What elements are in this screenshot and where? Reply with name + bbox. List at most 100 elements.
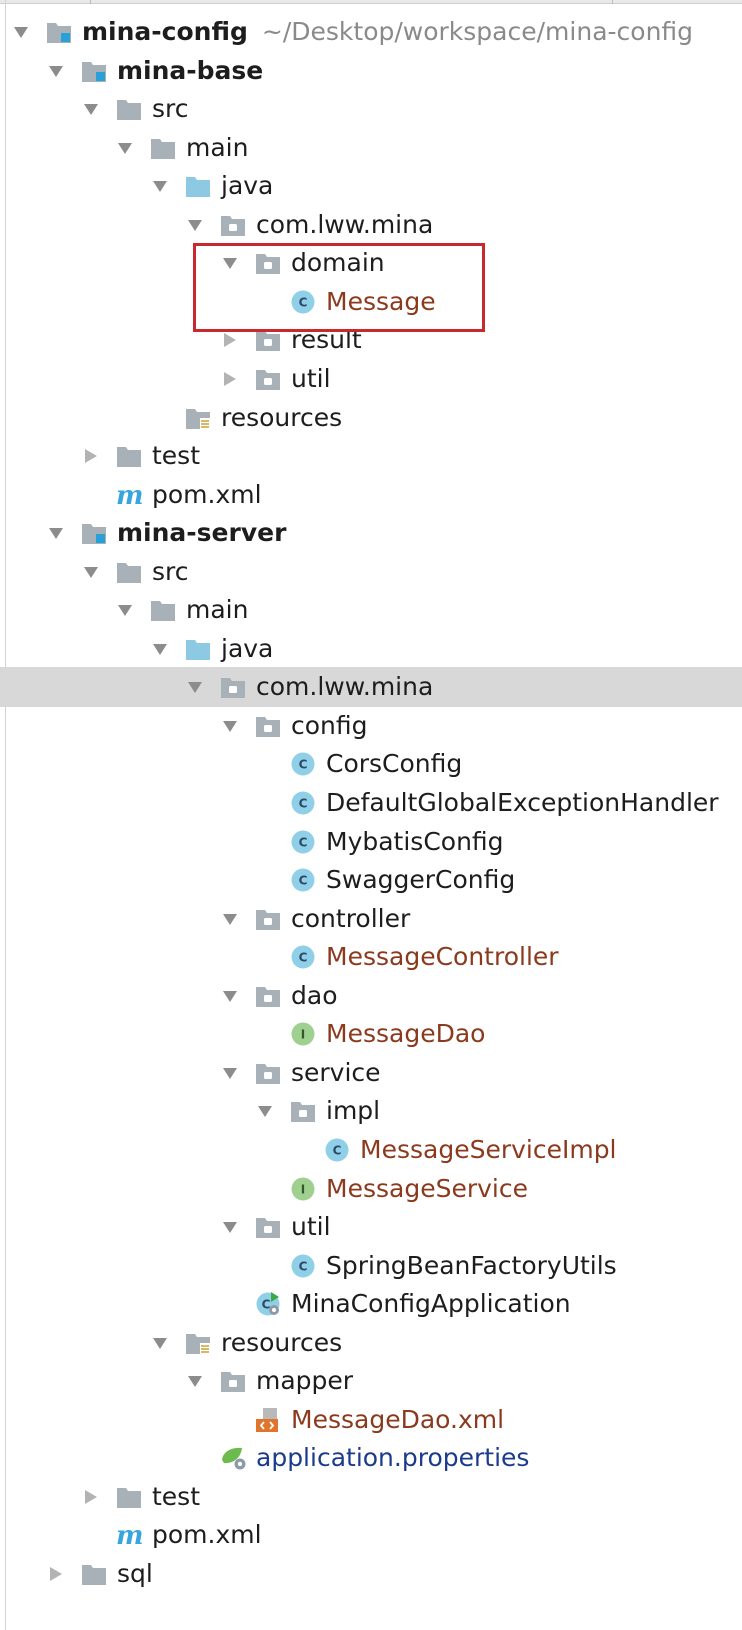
tree-node-util[interactable]: util <box>0 359 742 399</box>
tree-node-label: MessageServiceImpl <box>360 1135 617 1164</box>
expand-arrow-down-icon[interactable] <box>48 525 64 541</box>
folder-icon <box>150 598 176 622</box>
expand-arrow-down-icon[interactable] <box>152 641 168 657</box>
expand-arrow-down-icon[interactable] <box>187 679 203 695</box>
collapse-arrow-right-icon[interactable] <box>83 1489 99 1505</box>
tree-node-messagedao-xml[interactable]: MessageDao.xml <box>0 1400 742 1440</box>
expand-arrow-down-icon[interactable] <box>117 602 133 618</box>
expand-arrow-down-icon[interactable] <box>222 718 238 734</box>
tree-node-mapper[interactable]: mapper <box>0 1361 742 1401</box>
class-icon: C <box>324 1138 350 1162</box>
package-icon <box>255 984 281 1008</box>
class-icon: C <box>290 791 316 815</box>
collapse-arrow-right-icon[interactable] <box>83 448 99 464</box>
tree-node-util[interactable]: util <box>0 1207 742 1247</box>
tree-node-label: impl <box>326 1096 381 1125</box>
tree-node-label: test <box>152 1482 201 1511</box>
expand-arrow-down-icon[interactable] <box>257 1103 273 1119</box>
package-icon <box>220 1369 246 1393</box>
source-folder-icon <box>185 174 211 198</box>
tree-node-domain[interactable]: domain <box>0 243 742 283</box>
tree-node-resources[interactable]: resources <box>0 398 742 438</box>
tree-node-controller[interactable]: controller <box>0 899 742 939</box>
tree-node-test[interactable]: test <box>0 1477 742 1517</box>
svg-text:I: I <box>301 1028 305 1042</box>
collapse-arrow-right-icon[interactable] <box>48 1566 64 1582</box>
tree-node-java[interactable]: java <box>0 629 742 669</box>
expand-arrow-down-icon[interactable] <box>152 1335 168 1351</box>
tree-node-label: pom.xml <box>152 1520 262 1549</box>
package-icon <box>220 213 246 237</box>
tree-node-mina-base[interactable]: mina-base <box>0 51 742 91</box>
expand-arrow-down-icon[interactable] <box>13 24 29 40</box>
expand-arrow-down-icon[interactable] <box>222 255 238 271</box>
tree-node-label: domain <box>291 248 385 277</box>
tree-node-label: config <box>291 711 368 740</box>
expand-arrow-down-icon[interactable] <box>187 1373 203 1389</box>
toolbar-divider <box>612 0 613 4</box>
expand-arrow-down-icon[interactable] <box>117 140 133 156</box>
tree-node-messageserviceimpl[interactable]: C MessageServiceImpl <box>0 1130 742 1170</box>
expand-arrow-down-icon[interactable] <box>152 178 168 194</box>
tree-node-label: controller <box>291 904 411 933</box>
tree-node-mina-server[interactable]: mina-server <box>0 513 742 553</box>
tree-node-com-lww-mina[interactable]: com.lww.mina <box>0 667 742 707</box>
tree-node-test[interactable]: test <box>0 436 742 476</box>
tree-node-config[interactable]: config <box>0 706 742 746</box>
expand-arrow-down-icon[interactable] <box>222 1219 238 1235</box>
tree-node-result[interactable]: result <box>0 320 742 360</box>
interface-icon: I <box>290 1022 316 1046</box>
tree-node-label: com.lww.mina <box>256 672 434 701</box>
package-icon <box>290 1099 316 1123</box>
tree-node-label: dao <box>291 981 338 1010</box>
tree-node-dao[interactable]: dao <box>0 976 742 1016</box>
package-icon <box>255 1061 281 1085</box>
tree-node-label: SwaggerConfig <box>326 865 516 894</box>
tree-node-label: src <box>152 557 189 586</box>
tree-node-main[interactable]: main <box>0 128 742 168</box>
expand-arrow-down-icon[interactable] <box>83 564 99 580</box>
expand-arrow-down-icon[interactable] <box>222 988 238 1004</box>
tree-node-java[interactable]: java <box>0 166 742 206</box>
tree-node-application-properties[interactable]: application.properties <box>0 1438 742 1478</box>
collapse-arrow-right-icon[interactable] <box>222 332 238 348</box>
tree-node-src[interactable]: src <box>0 89 742 129</box>
tree-node-src[interactable]: src <box>0 552 742 592</box>
tree-node-sql[interactable]: sql <box>0 1554 742 1594</box>
module-path: ~/Desktop/workspace/mina-config <box>261 17 694 46</box>
tree-node-label: com.lww.mina <box>256 210 434 239</box>
collapse-arrow-right-icon[interactable] <box>222 371 238 387</box>
svg-text:I: I <box>301 1183 305 1197</box>
expand-arrow-down-icon[interactable] <box>222 911 238 927</box>
tree-node-label: CorsConfig <box>326 749 463 778</box>
tree-node-service[interactable]: service <box>0 1053 742 1093</box>
expand-arrow-down-icon[interactable] <box>48 63 64 79</box>
expand-arrow-down-icon[interactable] <box>83 101 99 117</box>
tree-node-resources[interactable]: resources <box>0 1323 742 1363</box>
tree-node-mina-config[interactable]: mina-config~/Desktop/workspace/mina-conf… <box>0 12 742 52</box>
tree-node-com-lww-mina[interactable]: com.lww.mina <box>0 205 742 245</box>
tree-node-main[interactable]: main <box>0 590 742 630</box>
folder-icon <box>81 1562 107 1586</box>
svg-text:C: C <box>299 797 308 811</box>
tree-node-impl[interactable]: impl <box>0 1091 742 1131</box>
folder-icon <box>116 1485 142 1509</box>
source-folder-icon <box>185 637 211 661</box>
class-icon: C <box>290 830 316 854</box>
expand-arrow-down-icon[interactable] <box>222 1065 238 1081</box>
tree-node-label: main <box>186 133 249 162</box>
expand-arrow-down-icon[interactable] <box>187 217 203 233</box>
package-icon <box>255 251 281 275</box>
